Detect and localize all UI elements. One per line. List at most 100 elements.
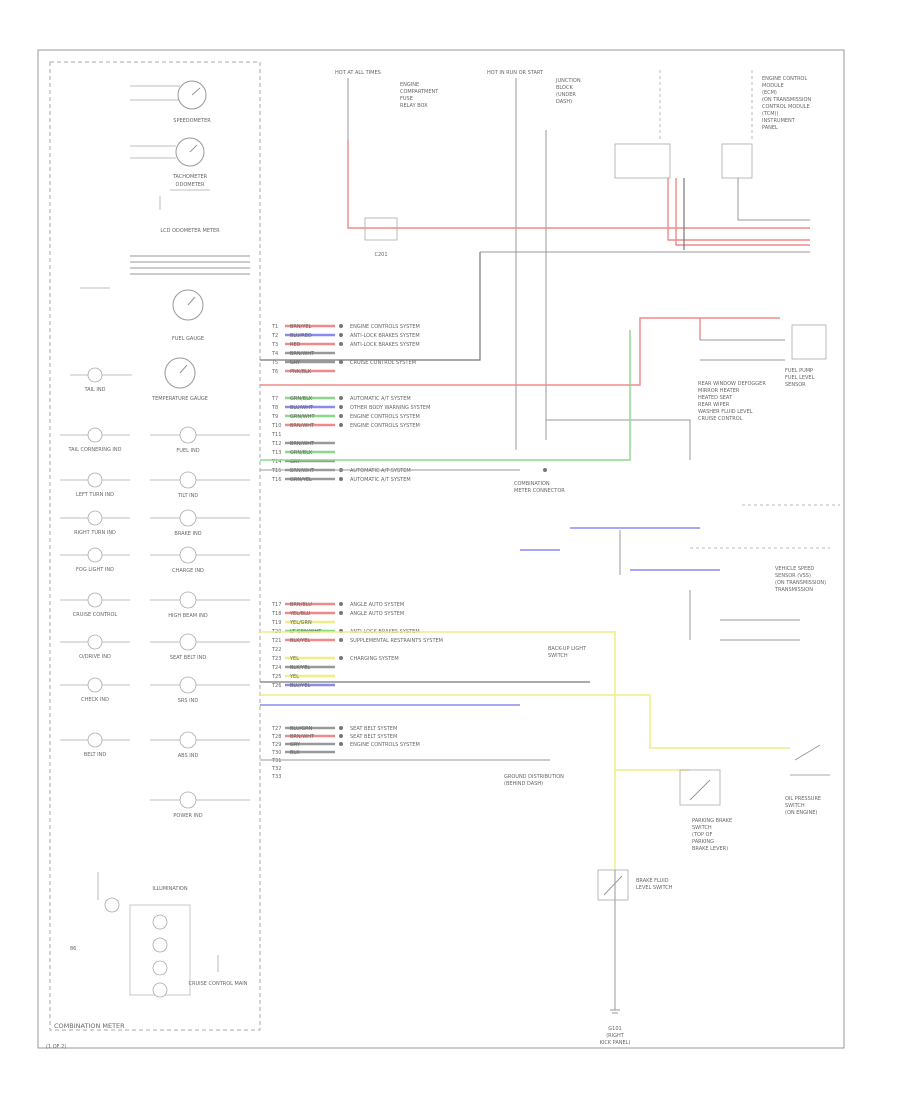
hot-at-all-times-block: HOT AT ALL TIMES ENGINE COMPARTMENT FUSE… bbox=[335, 70, 439, 140]
indicator-right: POWER IND bbox=[150, 791, 250, 819]
indicator-label: SRS IND bbox=[178, 698, 199, 704]
connector-c201: C201 bbox=[374, 252, 387, 258]
wire-color-label: BLU/RED bbox=[290, 333, 312, 339]
indicator-label: TILT IND bbox=[177, 493, 198, 499]
indicator-left: BELT IND bbox=[60, 732, 130, 758]
indicator-right: TILT IND bbox=[150, 471, 250, 499]
oil-pressure-label-1: OIL PRESSURE bbox=[785, 796, 821, 802]
connector-destination: AUTOMATIC A/T SYSTEM bbox=[350, 468, 411, 474]
indicator-label: ABS IND bbox=[178, 753, 199, 759]
indicator-label: LEFT TURN IND bbox=[76, 492, 114, 498]
hot-all-sub-2: COMPARTMENT bbox=[400, 89, 439, 95]
indicator-right: FUEL IND bbox=[150, 426, 250, 454]
hot-run-sub-2: BLOCK bbox=[556, 85, 573, 91]
ground-label-3: KICK PANEL) bbox=[600, 1040, 631, 1046]
connector-pin: T9 bbox=[271, 414, 278, 420]
indicator-left: TAIL CORNERING IND bbox=[60, 427, 130, 453]
connector-pin: T17 bbox=[271, 602, 281, 608]
connector-pin: T27 bbox=[271, 726, 281, 732]
hot-in-run-block: HOT IN RUN OR START JUNCTION BLOCK (UNDE… bbox=[487, 70, 581, 450]
brake-fluid-label-2: LEVEL SWITCH bbox=[636, 885, 673, 891]
ecm-line-5: CONTROL MODULE bbox=[762, 104, 810, 110]
indicator-right: SEAT BELT IND bbox=[150, 633, 250, 661]
fuel-pump-label-3: SENSOR bbox=[785, 382, 806, 388]
temperature-gauge: TEMPERATURE GAUGE bbox=[151, 357, 208, 402]
wire-color-label: PNK/BLK bbox=[290, 369, 312, 375]
parking-brake-label-5: BRAKE LEVER) bbox=[692, 846, 728, 852]
connector-pin: T30 bbox=[271, 750, 281, 756]
wire-color-label: BLU/WHT bbox=[290, 405, 314, 411]
wire-color-label: YEL/GRN bbox=[289, 620, 312, 626]
connector-pin: T29 bbox=[271, 742, 281, 748]
connector-destination: SUPPLEMENTAL RESTRAINTS SYSTEM bbox=[350, 638, 443, 644]
connector-destination: AUTOMATIC A/T SYSTEM bbox=[350, 396, 411, 402]
ecm-block: ENGINE CONTROL MODULE (ECM) (ON TRANSMIS… bbox=[614, 70, 811, 179]
connector-row: T3 RED ANTI-LOCK BRAKES SYSTEM bbox=[271, 342, 420, 348]
parking-brake-label-4: PARKING bbox=[692, 839, 714, 845]
connector-destination: ENGINE CONTROLS SYSTEM bbox=[350, 423, 420, 429]
oil-pressure-label-2: SWITCH bbox=[785, 803, 805, 809]
hot-all-sub-1: ENGINE bbox=[400, 82, 419, 88]
connector-pin: T14 bbox=[271, 459, 281, 465]
ecm-line-4: (ON TRANSMISSION bbox=[762, 97, 811, 103]
connector-row: T10 BRN/WHT ENGINE CONTROLS SYSTEM bbox=[271, 423, 420, 429]
connector-destination: AUTOMATIC A/T SYSTEM bbox=[350, 477, 411, 483]
wire-color-label: RED bbox=[290, 342, 301, 348]
indicator-label: O/DRIVE IND bbox=[79, 654, 111, 660]
indicator-label: CRUISE CONTROL bbox=[73, 612, 118, 618]
connector-row: T19 YEL/GRN bbox=[271, 620, 335, 626]
wire-color-label: BLU/YEL bbox=[290, 683, 311, 689]
connector-pin: T13 bbox=[271, 450, 281, 456]
wire-color-label: BLK/YEL bbox=[290, 638, 310, 644]
indicator-label: FOG LIGHT IND bbox=[76, 567, 114, 573]
indicator-left: TAIL IND bbox=[70, 367, 132, 393]
connector-row: T31 bbox=[271, 758, 281, 764]
junction-right-1: REAR WINDOW DEFOGGER bbox=[698, 381, 766, 387]
connector-pin: T12 bbox=[271, 441, 281, 447]
connector-pin: T23 bbox=[271, 656, 281, 662]
connector-row: T33 bbox=[271, 774, 281, 780]
ecm-line-6: (TCM)) bbox=[762, 111, 778, 117]
fuel-gauge: FUEL GAUGE bbox=[172, 289, 204, 342]
connector-destination: ANTI-LOCK BRAKES SYSTEM bbox=[350, 342, 420, 348]
indicator-left: O/DRIVE IND bbox=[60, 634, 130, 660]
indicator-label: CHECK IND bbox=[81, 697, 109, 703]
ecm-line-3: (ECM) bbox=[762, 90, 777, 96]
hot-all-sub-3: FUSE bbox=[400, 96, 413, 102]
tachometer-label: TACHOMETER bbox=[172, 174, 208, 180]
junction-right-5: WASHER FLUID LEVEL bbox=[698, 409, 753, 415]
cluster-connector-label-2: METER CONNECTOR bbox=[514, 488, 565, 494]
ecm-line-8: PANEL bbox=[762, 125, 778, 131]
connector-pin: T10 bbox=[271, 423, 281, 429]
oil-pressure-switch bbox=[790, 744, 830, 776]
connector-pin: T21 bbox=[271, 638, 281, 644]
connector-destination: CRUISE CONTROL SYSTEM bbox=[350, 360, 416, 366]
ground-label-2: (RIGHT bbox=[606, 1033, 625, 1039]
wire-color-label: BRN/WHT bbox=[290, 423, 315, 429]
connector-pin: T19 bbox=[271, 620, 281, 626]
wire-color-label: GRN/YEL bbox=[290, 477, 312, 483]
ground-label-1: G101 bbox=[608, 1026, 621, 1032]
wire-color-label: GRY bbox=[290, 459, 301, 465]
junction-right-4: REAR WIPER bbox=[698, 402, 730, 408]
connector-pin: T22 bbox=[271, 647, 281, 653]
connector-pin: T3 bbox=[271, 342, 278, 348]
wire-color-label: GRY bbox=[290, 742, 301, 748]
odometer-label: ODOMETER bbox=[176, 182, 205, 188]
indicator-right: CHARGE IND bbox=[150, 546, 250, 574]
connector-pin: T32 bbox=[271, 766, 281, 772]
indicator-label: CHARGE IND bbox=[172, 568, 204, 574]
connector-destination: SEAT BELT SYSTEM bbox=[350, 734, 397, 740]
